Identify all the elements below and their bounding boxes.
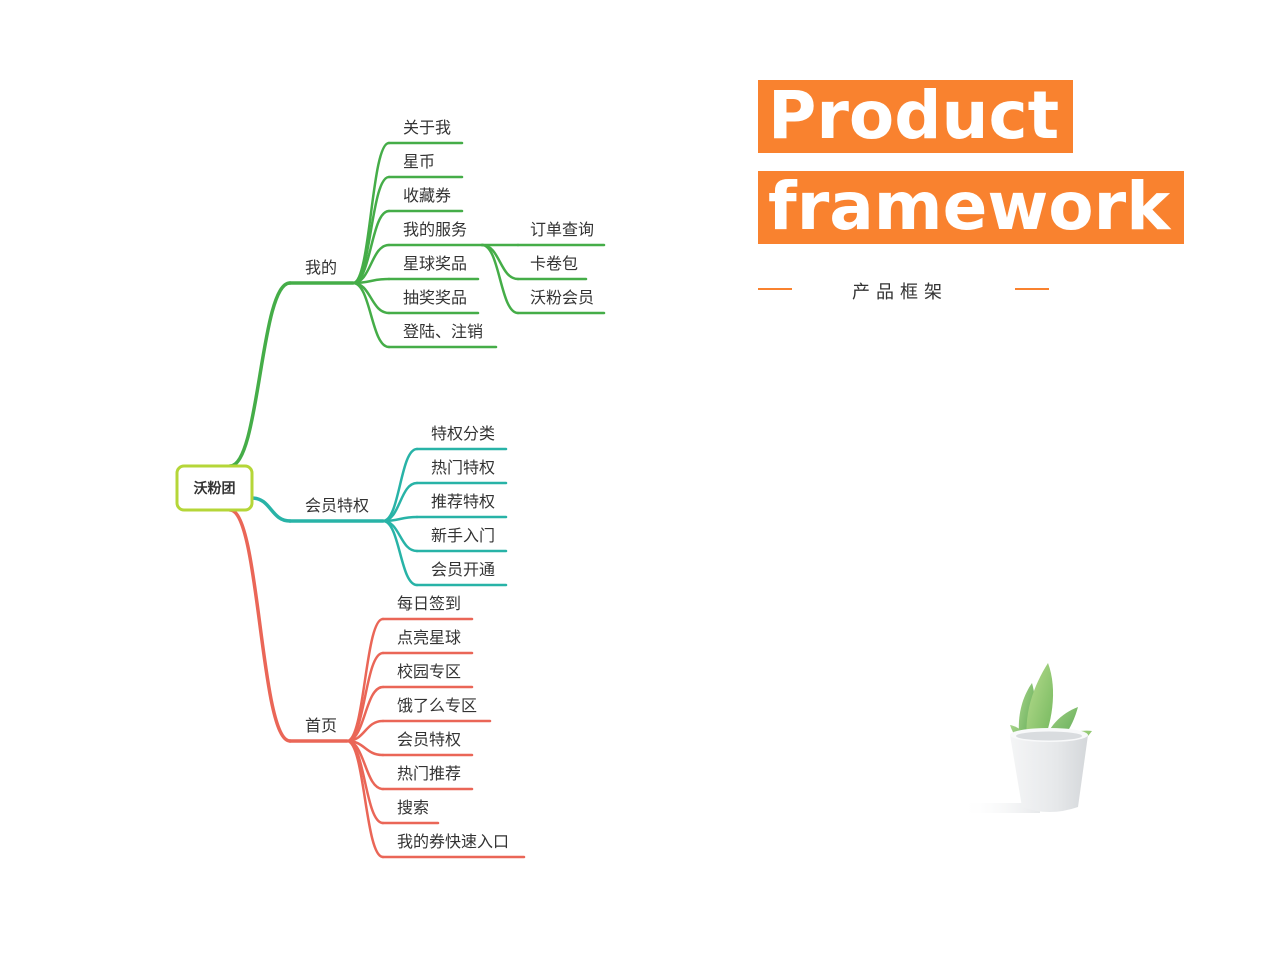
leaf-connector bbox=[381, 519, 419, 587]
leaf-label: 星球奖品 bbox=[403, 254, 467, 273]
leaf-label: 搜索 bbox=[397, 798, 429, 817]
leaf-label: 热门特权 bbox=[431, 458, 495, 477]
leaf-label: 热门推荐 bbox=[397, 764, 461, 783]
leaf-label: 收藏券 bbox=[403, 186, 451, 205]
subtitle-right-rule bbox=[1015, 288, 1049, 290]
branch-connector bbox=[228, 281, 292, 468]
subleaf-connector bbox=[480, 243, 520, 281]
leaf-label: 特权分类 bbox=[431, 424, 495, 443]
leaf-connector bbox=[381, 519, 419, 553]
potted-plant-icon bbox=[960, 663, 1092, 813]
subleaf-connector bbox=[480, 243, 520, 315]
leaf-label: 关于我 bbox=[403, 118, 451, 137]
leaf-label: 星币 bbox=[403, 152, 435, 171]
leaf-label: 登陆、注销 bbox=[403, 322, 483, 341]
leaf-label: 会员开通 bbox=[431, 560, 495, 579]
branch-label: 会员特权 bbox=[305, 496, 369, 515]
leaf-connector bbox=[345, 739, 385, 859]
leaf-label: 饿了么专区 bbox=[397, 696, 477, 715]
branch-connector bbox=[250, 496, 292, 523]
leaf-label: 推荐特权 bbox=[431, 492, 495, 511]
subtitle: 产品框架 bbox=[852, 282, 948, 303]
leaf-label: 新手入门 bbox=[431, 526, 495, 545]
root-label: 沃粉团 bbox=[194, 480, 236, 497]
leaf-label: 点亮星球 bbox=[397, 628, 461, 647]
leaf-label: 我的服务 bbox=[403, 220, 467, 239]
connector-lines bbox=[228, 141, 606, 859]
title-line-2: framework bbox=[758, 171, 1185, 244]
subleaf-label: 订单查询 bbox=[530, 220, 594, 239]
root-node: 沃粉团 bbox=[175, 464, 254, 512]
title-line-1: Product bbox=[758, 80, 1074, 153]
branch-label: 我的 bbox=[305, 258, 337, 277]
leaf-label: 我的券快速入口 bbox=[397, 832, 509, 851]
branch-connector bbox=[228, 508, 292, 743]
leaf-connector bbox=[345, 651, 385, 743]
leaf-label: 校园专区 bbox=[397, 662, 461, 681]
subleaf-label: 卡卷包 bbox=[530, 254, 578, 273]
leaf-connector bbox=[351, 281, 391, 315]
leaf-label: 每日签到 bbox=[397, 594, 461, 613]
subleaf-label: 沃粉会员 bbox=[530, 288, 594, 307]
leaf-label: 会员特权 bbox=[397, 730, 461, 749]
subtitle-left-rule bbox=[758, 288, 792, 290]
branch-label: 首页 bbox=[305, 716, 337, 735]
leaf-connector bbox=[351, 281, 391, 349]
subtitle-row: 产品框架 bbox=[758, 278, 1050, 303]
leaf-label: 抽奖奖品 bbox=[403, 288, 467, 307]
leaf-connector bbox=[351, 175, 391, 285]
